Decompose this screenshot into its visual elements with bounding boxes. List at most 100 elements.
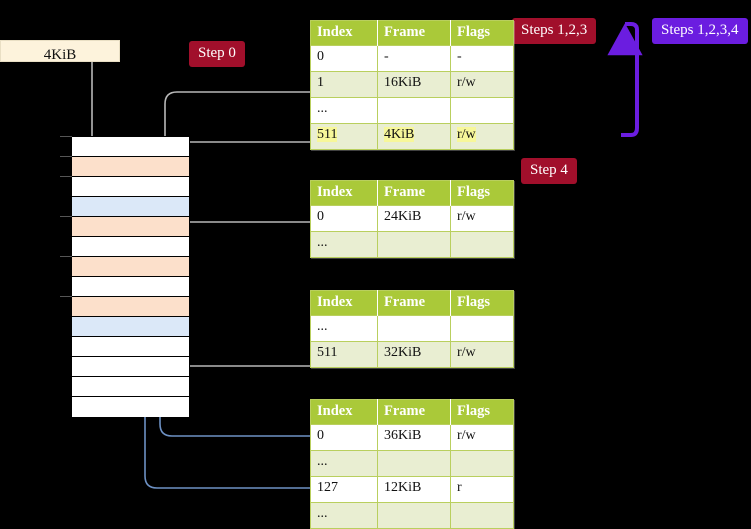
memory-size-text: 4KiB — [43, 47, 77, 63]
table-cell-index: ... — [310, 315, 378, 342]
table-header-flags: Flags — [450, 20, 514, 46]
table-header-index: Index — [310, 399, 378, 425]
physical-memory-grid — [60, 136, 190, 417]
table-cell-index: 127 — [310, 476, 378, 503]
table-cell-index: ... — [310, 231, 378, 258]
memory-frame-row — [72, 277, 189, 297]
table-cell-flags: - — [450, 45, 514, 72]
table-cell-flags: r/w — [450, 424, 514, 451]
table-row[interactable]: 0-- — [310, 45, 514, 72]
memory-frame-row — [60, 296, 189, 317]
memory-frame-tick — [60, 216, 72, 217]
table-cell-index: 0 — [310, 424, 378, 451]
table-cell-frame: 4KiB — [377, 123, 451, 150]
memory-frame-row — [60, 136, 189, 157]
table-header-flags: Flags — [450, 399, 514, 425]
badge-steps-123: Steps 1,2,3 — [512, 18, 597, 44]
memory-frame-tick — [60, 296, 72, 297]
table-cell-index: ... — [310, 450, 378, 477]
memory-frame-row — [60, 216, 189, 237]
table-cell-index: 511 — [310, 123, 378, 150]
memory-frame-row — [72, 317, 189, 337]
table-row[interactable]: ... — [310, 231, 514, 258]
table-row[interactable]: ... — [310, 502, 514, 529]
table-header-flags: Flags — [450, 290, 514, 316]
table-cell-frame — [377, 502, 451, 529]
table-header-flags: Flags — [450, 180, 514, 206]
table-header-frame: Frame — [377, 399, 451, 425]
memory-frame-row — [72, 357, 189, 377]
table-cell-flags — [450, 450, 514, 477]
memory-frame-row — [72, 397, 189, 417]
memory-frame-row — [72, 377, 189, 397]
table-cell-flags — [450, 97, 514, 124]
table-cell-flags: r/w — [450, 123, 514, 150]
table-cell-frame: 32KiB — [377, 341, 451, 368]
table-cell-flags: r — [450, 476, 514, 503]
table-cell-index: 0 — [310, 45, 378, 72]
memory-frame-row — [60, 156, 189, 177]
wire-steps-1234-loop — [607, 22, 643, 137]
memory-frame-tick — [60, 156, 72, 157]
table-cell-flags: r/w — [450, 205, 514, 232]
memory-frame-tick — [60, 176, 72, 177]
highlighted-value: r/w — [457, 127, 476, 142]
memory-frame-row — [72, 237, 189, 257]
table-cell-frame: 16KiB — [377, 71, 451, 98]
table-cell-flags — [450, 502, 514, 529]
table-row[interactable]: ... — [310, 315, 514, 342]
table-row[interactable]: ... — [310, 97, 514, 124]
badge-steps-1234: Steps 1,2,3,4 — [652, 18, 748, 44]
table-cell-index: 0 — [310, 205, 378, 232]
table-header-index: Index — [310, 290, 378, 316]
table-cell-frame — [377, 97, 451, 124]
badge-step-4: Step 4 — [521, 158, 577, 184]
table-row[interactable]: 511 4KiB r/w — [310, 123, 514, 150]
table-row[interactable]: ... — [310, 450, 514, 477]
table-cell-index: 511 — [310, 341, 378, 368]
table-cell-frame — [377, 231, 451, 258]
memory-frame-tick — [60, 256, 72, 257]
table-cell-flags — [450, 231, 514, 258]
table-header-index: Index — [310, 20, 378, 46]
table-cell-index: ... — [310, 97, 378, 124]
table-cell-frame: - — [377, 45, 451, 72]
memory-frame-tick — [60, 136, 72, 137]
table-cell-flags — [450, 315, 514, 342]
table-header-frame: Frame — [377, 290, 451, 316]
wire-table2-to-memory — [176, 221, 312, 273]
highlighted-value: 511 — [317, 127, 338, 142]
table-cell-frame — [377, 450, 451, 477]
table-cell-index: ... — [310, 502, 378, 529]
memory-frame-row — [72, 337, 189, 357]
table-cell-flags: r/w — [450, 71, 514, 98]
table-cell-frame — [377, 315, 451, 342]
badge-step-0: Step 0 — [189, 41, 245, 67]
table-cell-frame: 12KiB — [377, 476, 451, 503]
table-header-index: Index — [310, 180, 378, 206]
table-cell-frame: 36KiB — [377, 424, 451, 451]
table-cell-flags: r/w — [450, 341, 514, 368]
memory-size-label: 4KiB — [0, 40, 120, 63]
highlighted-value: 4KiB — [384, 127, 415, 142]
table-cell-frame: 24KiB — [377, 205, 451, 232]
table-header-frame: Frame — [377, 180, 451, 206]
table-cell-index: 1 — [310, 71, 378, 98]
memory-frame-row — [72, 197, 189, 217]
table-header-frame: Frame — [377, 20, 451, 46]
memory-frame-row — [60, 256, 189, 277]
